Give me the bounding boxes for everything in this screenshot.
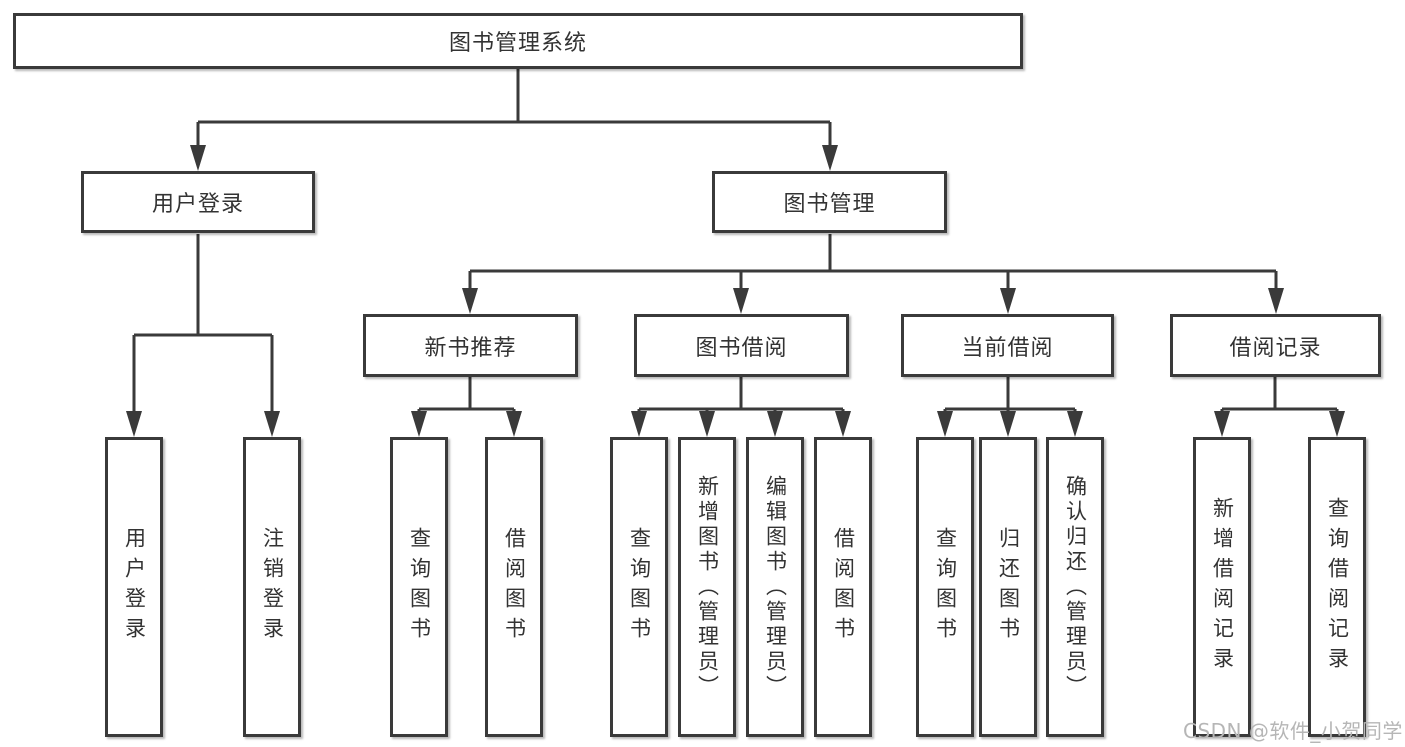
node-label: 图书管理系统 (448, 31, 587, 56)
leaf-label: 注销登录 (260, 527, 285, 647)
leaf-label: 借阅图书 (502, 527, 527, 647)
node-label: 用户登录 (151, 192, 244, 217)
leaf-label: 归还图书 (996, 527, 1021, 647)
leaf-add-borrow-record: 新增借阅记录 (1193, 437, 1251, 737)
node-library-management-system: 图书管理系统 (13, 13, 1023, 69)
node-label: 图书管理 (783, 192, 876, 217)
leaf-edit-book-admin: 编辑图书（管理员） (746, 437, 804, 737)
leaf-label: 用户登录 (122, 527, 147, 647)
leaf-label: 查询借阅记录 (1325, 497, 1350, 677)
csdn-watermark: CSDN @软件_小贺同学 (1183, 719, 1403, 743)
leaf-query-borrow-record: 查询借阅记录 (1308, 437, 1366, 737)
leaf-label: 查询图书 (627, 527, 652, 647)
leaf-logout: 注销登录 (243, 437, 301, 737)
node-new-book-recommendation: 新书推荐 (363, 314, 578, 377)
leaf-return-book: 归还图书 (979, 437, 1037, 737)
node-book-management: 图书管理 (712, 171, 947, 233)
leaf-query-books-borrow: 查询图书 (610, 437, 668, 737)
leaf-label: 查询图书 (407, 527, 432, 647)
leaf-label: 查询图书 (933, 527, 958, 647)
node-label: 新书推荐 (424, 335, 517, 361)
node-current-borrowing: 当前借阅 (901, 314, 1114, 377)
node-label: 当前借阅 (961, 335, 1054, 361)
leaf-query-books-recommend: 查询图书 (390, 437, 448, 737)
leaf-user-login: 用户登录 (105, 437, 163, 737)
leaf-borrow-books-recommend: 借阅图书 (485, 437, 543, 737)
node-borrowing-records: 借阅记录 (1170, 314, 1381, 377)
leaf-label: 新增借阅记录 (1210, 497, 1235, 677)
leaf-label: 新增图书（管理员） (695, 474, 720, 700)
node-user-login: 用户登录 (81, 171, 315, 233)
leaf-query-books-current: 查询图书 (916, 437, 974, 737)
leaf-label: 借阅图书 (831, 527, 856, 647)
leaf-confirm-return-admin: 确认归还（管理员） (1046, 437, 1104, 737)
node-label: 借阅记录 (1229, 335, 1322, 361)
leaf-label: 确认归还（管理员） (1063, 474, 1088, 700)
node-book-borrowing: 图书借阅 (634, 314, 849, 377)
node-label: 图书借阅 (695, 335, 788, 361)
leaf-label: 编辑图书（管理员） (763, 474, 788, 700)
leaf-add-book-admin: 新增图书（管理员） (678, 437, 736, 737)
leaf-borrow-books: 借阅图书 (814, 437, 872, 737)
